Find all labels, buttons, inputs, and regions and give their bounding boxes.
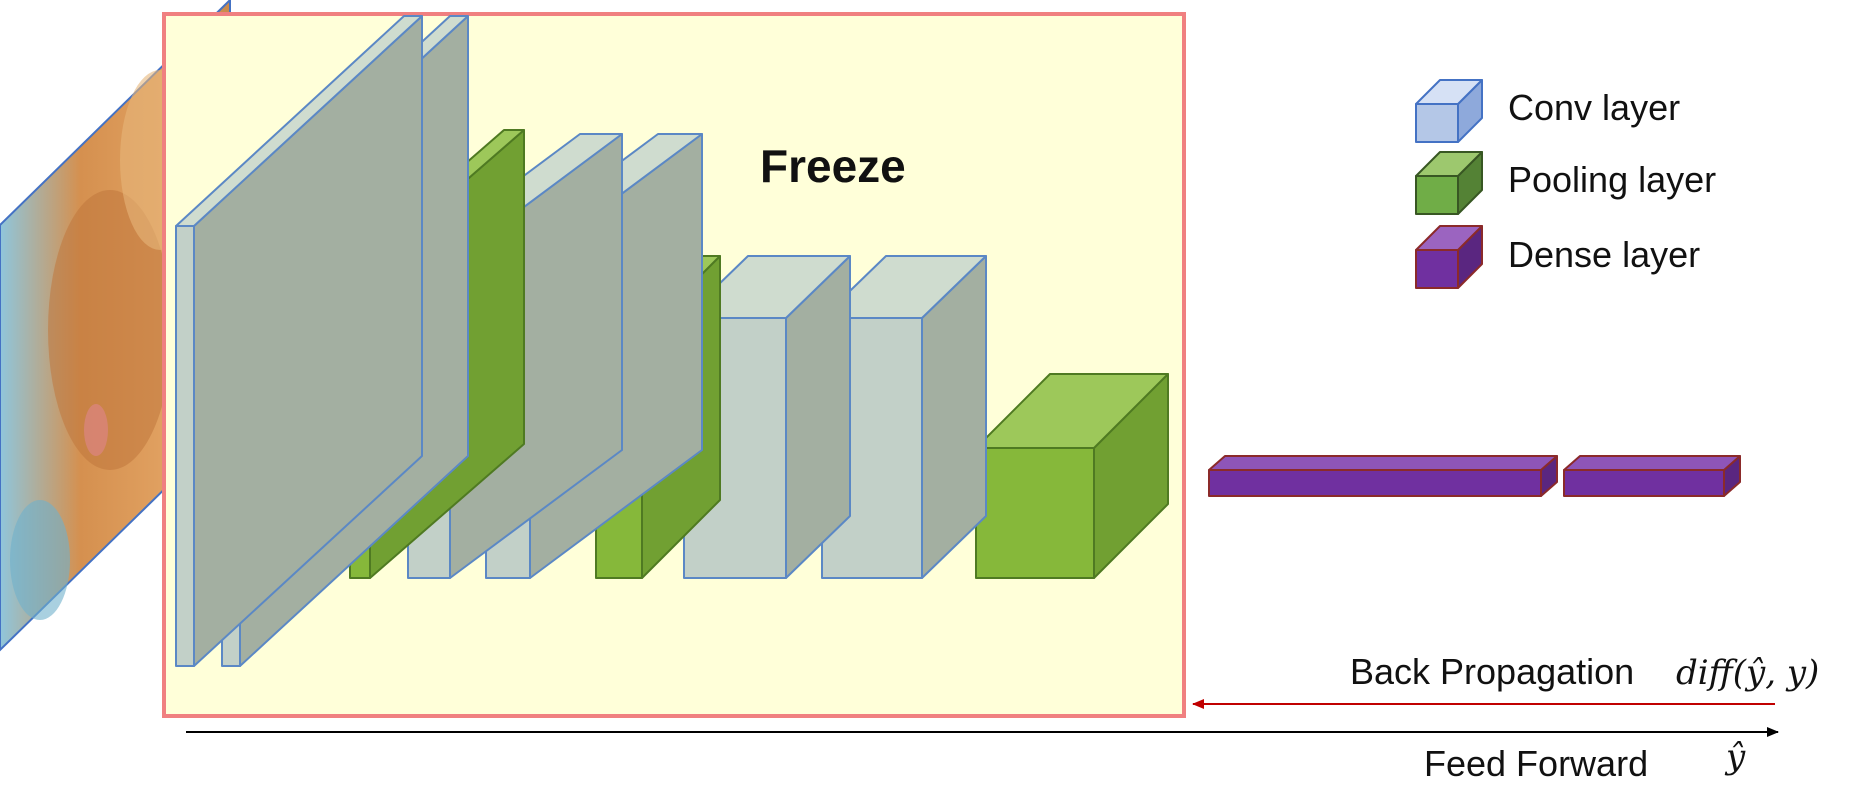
blue-cube-icon xyxy=(1415,79,1483,143)
pool-layer-final xyxy=(975,373,1169,579)
freeze-title: Freeze xyxy=(760,140,906,192)
blue-cube-icon-front xyxy=(1415,103,1459,143)
dense-layer-1 xyxy=(1208,455,1558,497)
output-symbol: ŷ xyxy=(1726,737,1746,777)
purple-cube-icon-front xyxy=(1415,249,1459,289)
conv-layer-1a-front xyxy=(175,225,195,667)
dense-layer-2 xyxy=(1563,455,1741,497)
legend-label-conv: Conv layer xyxy=(1508,87,1681,128)
dense-layer-2-front xyxy=(1563,469,1725,497)
legend-label-pooling: Pooling layer xyxy=(1508,159,1717,200)
loss-formula: diff(ŷ, y) xyxy=(1676,653,1820,693)
dense-layer-2-top xyxy=(1563,455,1741,471)
dense-layer-1-top xyxy=(1208,455,1558,471)
green-cube-icon xyxy=(1415,151,1483,215)
pool-layer-final-front xyxy=(975,447,1095,579)
dense-layer-1-front xyxy=(1208,469,1542,497)
network-layers xyxy=(175,15,1741,667)
conv-layer-1a xyxy=(175,15,423,667)
conv-layer-3a xyxy=(683,255,851,579)
feed-forward-label: Feed Forward xyxy=(1424,743,1649,784)
purple-cube-icon xyxy=(1415,225,1483,289)
green-cube-icon-front xyxy=(1415,175,1459,215)
legend-icons xyxy=(1415,79,1483,289)
back-propagation-label: Back Propagation xyxy=(1350,651,1635,692)
legend-label-dense: Dense layer xyxy=(1508,234,1701,275)
